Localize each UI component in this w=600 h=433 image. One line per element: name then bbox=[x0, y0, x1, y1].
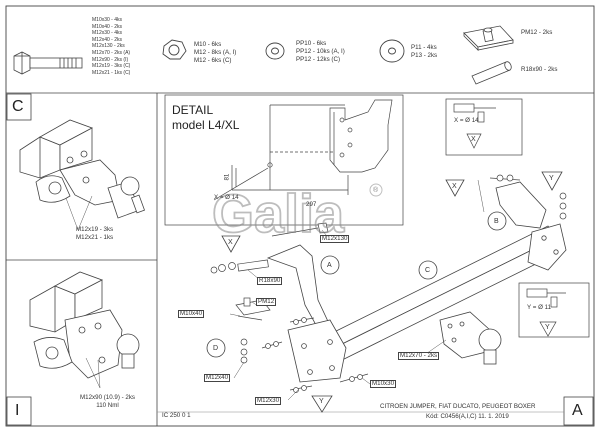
callout-a: A bbox=[327, 262, 332, 269]
plate-icon bbox=[463, 25, 514, 51]
bolts-line: M12x19 - 3ks (C) bbox=[92, 63, 131, 70]
detail-dim-width: 297 bbox=[306, 201, 317, 208]
panel-i-letter-box bbox=[6, 396, 32, 426]
main-assembly bbox=[266, 181, 567, 383]
bolts-line: M12x70 - 2ks (A) bbox=[92, 49, 131, 56]
detail-dim-height: 81 bbox=[223, 173, 231, 181]
large-washer-icon bbox=[379, 39, 405, 63]
callout-b: B bbox=[494, 218, 499, 225]
label-m12x30: M12x30 bbox=[255, 397, 282, 406]
footer-vehicle: CITROEN JUMPER, FIAT DUCATO, PEUGEOT BOX… bbox=[380, 403, 536, 410]
y-hole-marks bbox=[311, 171, 563, 413]
callout-circles bbox=[206, 211, 507, 358]
label-r18x90: R18x90 bbox=[257, 277, 283, 286]
nut-icon bbox=[162, 39, 187, 60]
outer-frame bbox=[5, 5, 595, 427]
washers-line: PP12 - 12ks (C) bbox=[296, 56, 341, 63]
x-mark-right: X bbox=[452, 183, 457, 190]
footer-code: IC 250 0 1 bbox=[162, 412, 191, 419]
panel-c-sketch bbox=[19, 119, 146, 219]
callout-c: C bbox=[425, 267, 431, 274]
panel-c-bolts: M12x19 - 3ks M12x21 - 1ks bbox=[76, 226, 113, 242]
washers-line: PP12 - 10ks (A, I) bbox=[296, 48, 345, 55]
nuts-line: M12 - 6ks (C) bbox=[194, 57, 232, 64]
label-m10x30: M10x30 bbox=[370, 380, 397, 389]
bolts-line: M12x21 - 1ks (C) bbox=[92, 69, 131, 76]
drill-x-mark: X bbox=[471, 136, 476, 143]
main-letter-box bbox=[563, 396, 594, 426]
large-washer-line: P13 - 2ks bbox=[411, 52, 438, 59]
galia-registered-mark: ® bbox=[373, 187, 379, 194]
panel-i-letter: I bbox=[15, 402, 20, 419]
spacer-label: R18x90 - 2ks bbox=[521, 66, 558, 73]
panel-i-sketch bbox=[29, 271, 140, 379]
drill-box-x bbox=[445, 98, 523, 156]
label-m12x40: M12x40 bbox=[204, 374, 231, 383]
washer-icon bbox=[265, 42, 285, 60]
large-washer-list: P11 - 4ks P13 - 2ks bbox=[411, 44, 437, 60]
large-washer-line: P11 - 4ks bbox=[411, 44, 437, 51]
drill-x-hole: X = Ø 14 bbox=[454, 117, 479, 124]
drill-y-hole: Y = Ø 11 bbox=[527, 304, 552, 311]
loose-hardware bbox=[210, 174, 567, 393]
y-mark-bottom: Y bbox=[319, 398, 324, 405]
callout-d: D bbox=[213, 345, 219, 352]
bolts-line: M10x30 - 4ks bbox=[92, 17, 123, 23]
x-hole-marks bbox=[221, 179, 465, 253]
label-m12x130: M12x130 bbox=[320, 235, 350, 244]
panel-c-bolt-line: M12x19 - 3ks bbox=[76, 226, 114, 233]
galia-logo-text: Galia bbox=[212, 184, 345, 244]
plate-label: PM12 - 2ks bbox=[521, 29, 553, 36]
panel-i-bolt-line: 110 Nml bbox=[96, 402, 119, 409]
panel-c-bolt-line: M12x21 - 1ks bbox=[76, 234, 114, 241]
spacer-tube-icon bbox=[471, 61, 512, 85]
bolts-line: M12x90 - 2ks (I) bbox=[92, 56, 129, 63]
footer-letter: A bbox=[572, 402, 583, 419]
nuts-list: M10 - 6ks M12 - 8ks (A, I) M12 - 6ks (C) bbox=[194, 41, 236, 65]
detail-hole: X = Ø 14 bbox=[214, 194, 239, 201]
washers-line: PP10 - 6ks bbox=[296, 40, 327, 47]
bolts-line: M10x40 - 2ks bbox=[92, 23, 123, 30]
galia-logo: Galia bbox=[211, 183, 383, 245]
bolts-line: M12x130 - 2ks bbox=[92, 43, 125, 50]
label-m12x70: M12x70 - 2ks bbox=[398, 352, 440, 361]
footer-kod: Kód: C0456(A,I,C) 11. 1. 2019 bbox=[426, 413, 509, 420]
detail-title: DETAIL bbox=[172, 103, 214, 117]
nuts-line: M10 - 6ks bbox=[194, 41, 222, 48]
panel-c-letter-box bbox=[6, 93, 32, 121]
bolts-list: M10x30 - 4ks M10x40 - 2ks M12x30 - 4ks M… bbox=[92, 17, 130, 76]
panel-c-letter: C bbox=[12, 98, 24, 115]
bolts-line: M12x40 - 2ks bbox=[92, 36, 123, 43]
bolts-line: M12x30 - 4ks bbox=[92, 30, 123, 37]
label-pm12: PM12 bbox=[256, 298, 277, 307]
y-mark-right: Y bbox=[549, 175, 554, 182]
drill-y-mark: Y bbox=[545, 324, 550, 331]
bolt-icon bbox=[13, 51, 83, 75]
detail-subtitle: model L4/XL bbox=[172, 118, 240, 132]
nuts-line: M12 - 8ks (A, I) bbox=[194, 49, 237, 56]
drill-box-y bbox=[518, 282, 590, 338]
washers-list: PP10 - 6ks PP12 - 10ks (A, I) PP12 - 12k… bbox=[296, 40, 345, 64]
x-mark-left: X bbox=[228, 239, 233, 246]
panel-i-bolts: M12x90 (10.9) - 2ks 110 Nml bbox=[80, 394, 135, 410]
detail-panel bbox=[164, 94, 404, 226]
label-m10x40: M10x40 bbox=[178, 310, 205, 319]
panel-i-bolt-line: M12x90 (10.9) - 2ks bbox=[80, 394, 136, 401]
